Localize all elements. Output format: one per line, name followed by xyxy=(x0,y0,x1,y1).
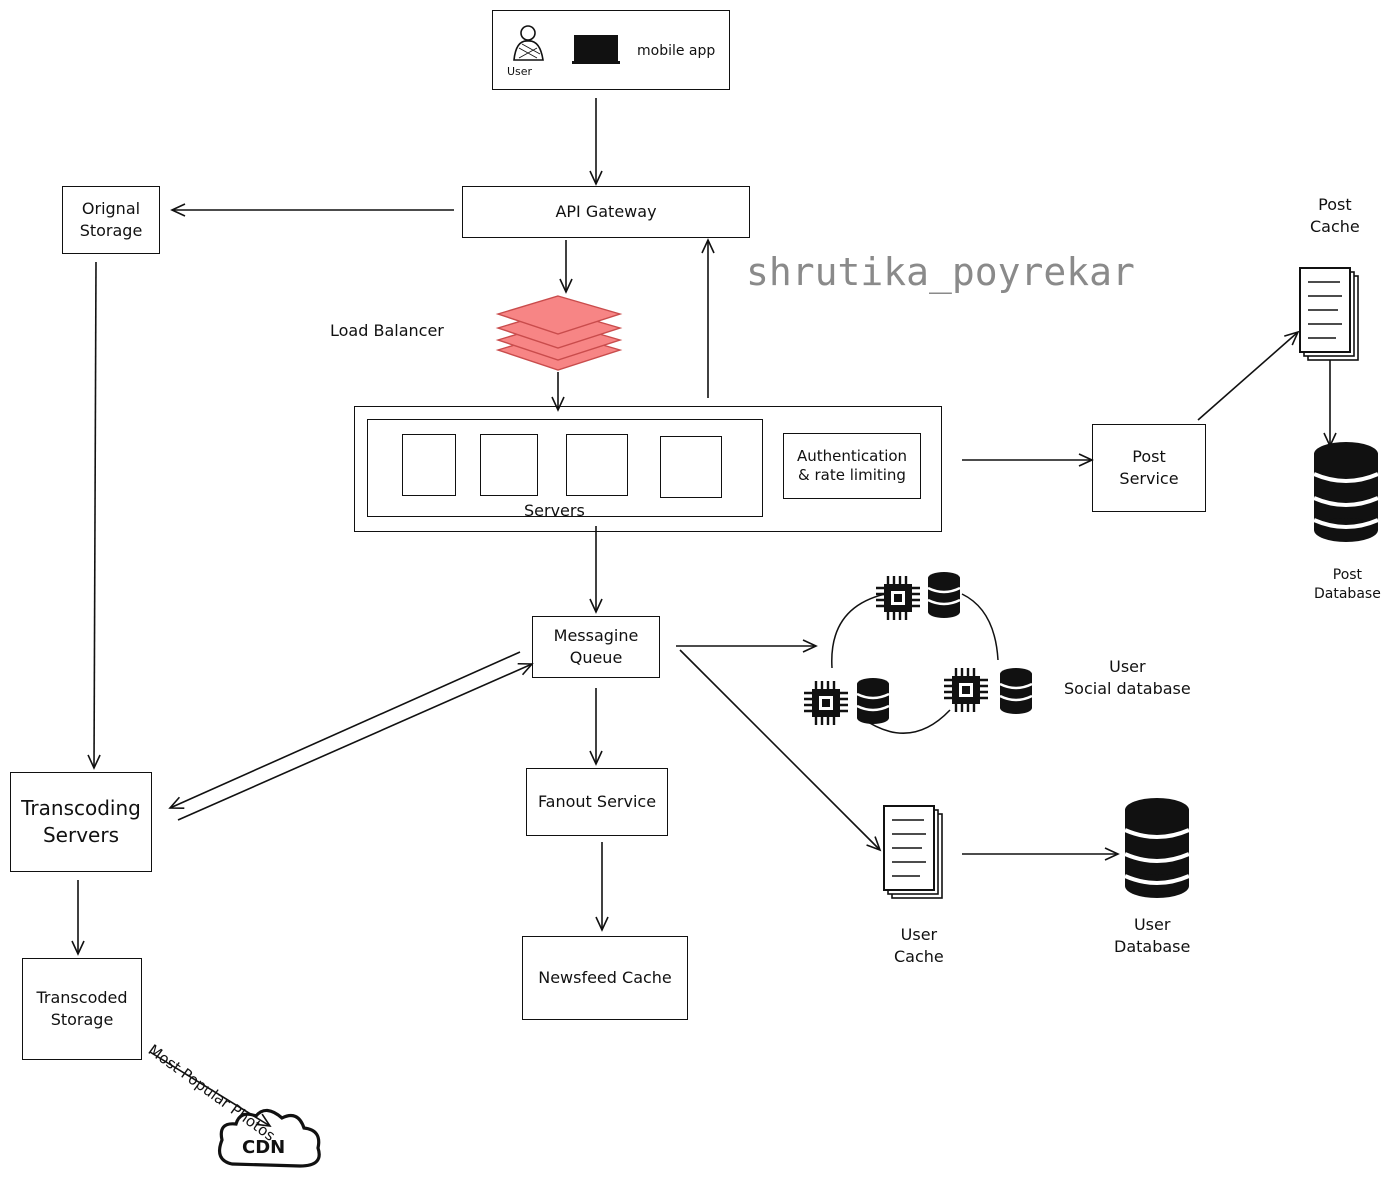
cdn-label: CDN xyxy=(242,1137,286,1158)
servers-cluster-box: Servers Authentication & rate limiting xyxy=(354,406,942,532)
post-database-label: Post Database xyxy=(1314,567,1381,602)
transcoding-servers-box[interactable]: Transcoding Servers xyxy=(10,772,152,872)
auth-rate-limit-box[interactable]: Authentication & rate limiting xyxy=(783,433,921,499)
server-4[interactable] xyxy=(660,436,722,498)
transcoding-servers-label: Transcoding Servers xyxy=(21,796,141,847)
arrow-queue-to-transcoding xyxy=(168,651,521,809)
client-box: User mobile app xyxy=(492,10,730,90)
user-icon xyxy=(513,25,544,61)
user-database-icon xyxy=(1123,796,1191,900)
auth-rate-limit-label: Authentication & rate limiting xyxy=(796,446,908,485)
transcoded-storage-label: Transcoded Storage xyxy=(36,988,128,1029)
servers-label: Servers xyxy=(524,501,585,520)
server-3[interactable] xyxy=(566,434,628,496)
original-storage-box[interactable]: Orignal Storage xyxy=(62,186,160,254)
watermark: shrutika_poyrekar xyxy=(746,250,1135,294)
servers-group-box: Servers xyxy=(367,419,763,520)
arrow-post-service-to-post-cache xyxy=(1197,330,1300,421)
fanout-service-box[interactable]: Fanout Service xyxy=(526,768,668,836)
cdn-cloud-icon xyxy=(218,1108,321,1168)
api-gateway-label: API Gateway xyxy=(555,202,657,222)
user-database-label: User Database xyxy=(1114,915,1191,956)
newsfeed-cache-box[interactable]: Newsfeed Cache xyxy=(522,936,688,1020)
mobile-app-label: mobile app xyxy=(637,43,716,59)
post-service-box[interactable]: Post Service xyxy=(1092,424,1206,512)
arrow-queue-to-user-cache xyxy=(679,649,882,852)
post-service-label: Post Service xyxy=(1119,447,1179,488)
social-database-ring xyxy=(802,570,1034,734)
server-2[interactable] xyxy=(480,434,538,496)
load-balancer-icon xyxy=(495,295,623,371)
messaging-queue-label: Messagine Queue xyxy=(553,626,639,667)
transcoded-storage-box[interactable]: Transcoded Storage xyxy=(22,958,142,1060)
post-database-icon xyxy=(1312,440,1380,544)
arrow-original-to-transcoding xyxy=(87,261,101,770)
server-1[interactable] xyxy=(402,434,456,496)
api-gateway-box[interactable]: API Gateway xyxy=(462,186,750,238)
laptop-icon xyxy=(572,35,620,64)
arrow-transcoding-to-queue xyxy=(177,662,534,821)
user-social-database-label: User Social database xyxy=(1064,657,1191,698)
fanout-service-label: Fanout Service xyxy=(537,792,657,812)
user-cache-document-icon xyxy=(883,805,943,899)
messaging-queue-box[interactable]: Messagine Queue xyxy=(532,616,660,678)
load-balancer-label: Load Balancer xyxy=(330,321,444,340)
post-cache-label: Post Cache xyxy=(1310,195,1360,236)
arrow-transcoded-to-cdn xyxy=(149,1051,272,1128)
post-cache-document-icon xyxy=(1299,267,1359,361)
original-storage-label: Orignal Storage xyxy=(79,199,143,240)
user-cache-label: User Cache xyxy=(894,925,944,966)
user-label: User xyxy=(507,65,533,78)
newsfeed-cache-label: Newsfeed Cache xyxy=(538,968,672,988)
